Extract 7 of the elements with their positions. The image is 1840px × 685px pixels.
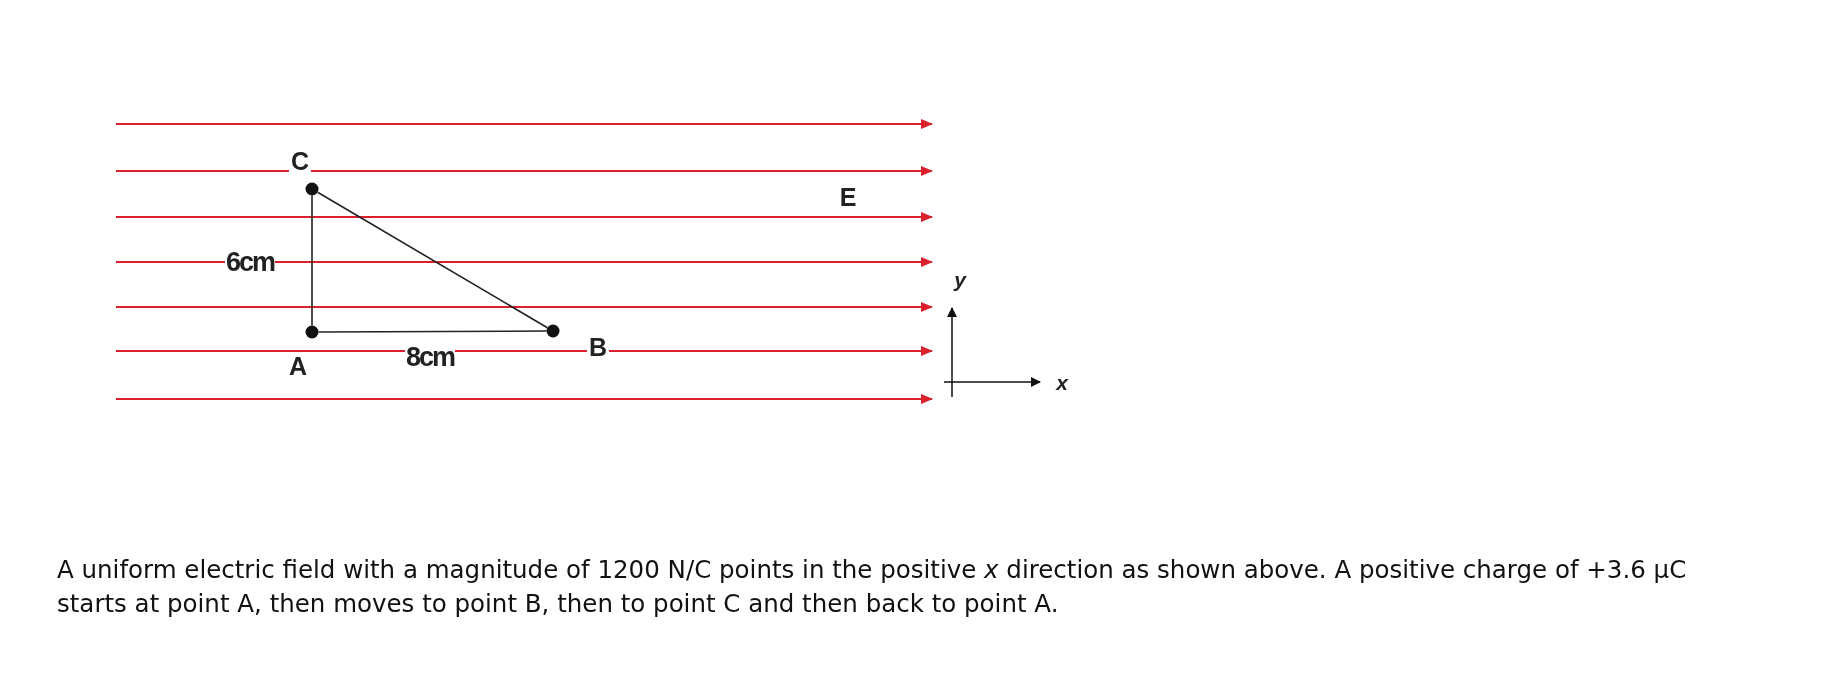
point-dot — [546, 324, 560, 338]
triangle-side — [317, 330, 548, 333]
point-dot — [305, 325, 319, 339]
point-dot — [305, 182, 319, 196]
triangle-side — [316, 191, 549, 329]
triangle-side — [311, 194, 313, 327]
caption: A uniform electric field with a magnitude of 1200 N/C points in the positive x direction as shown above. A positive charge of +3.6 μC starts at point A, then moves to point B, then to point C and then back to point A. — [57, 554, 1688, 620]
